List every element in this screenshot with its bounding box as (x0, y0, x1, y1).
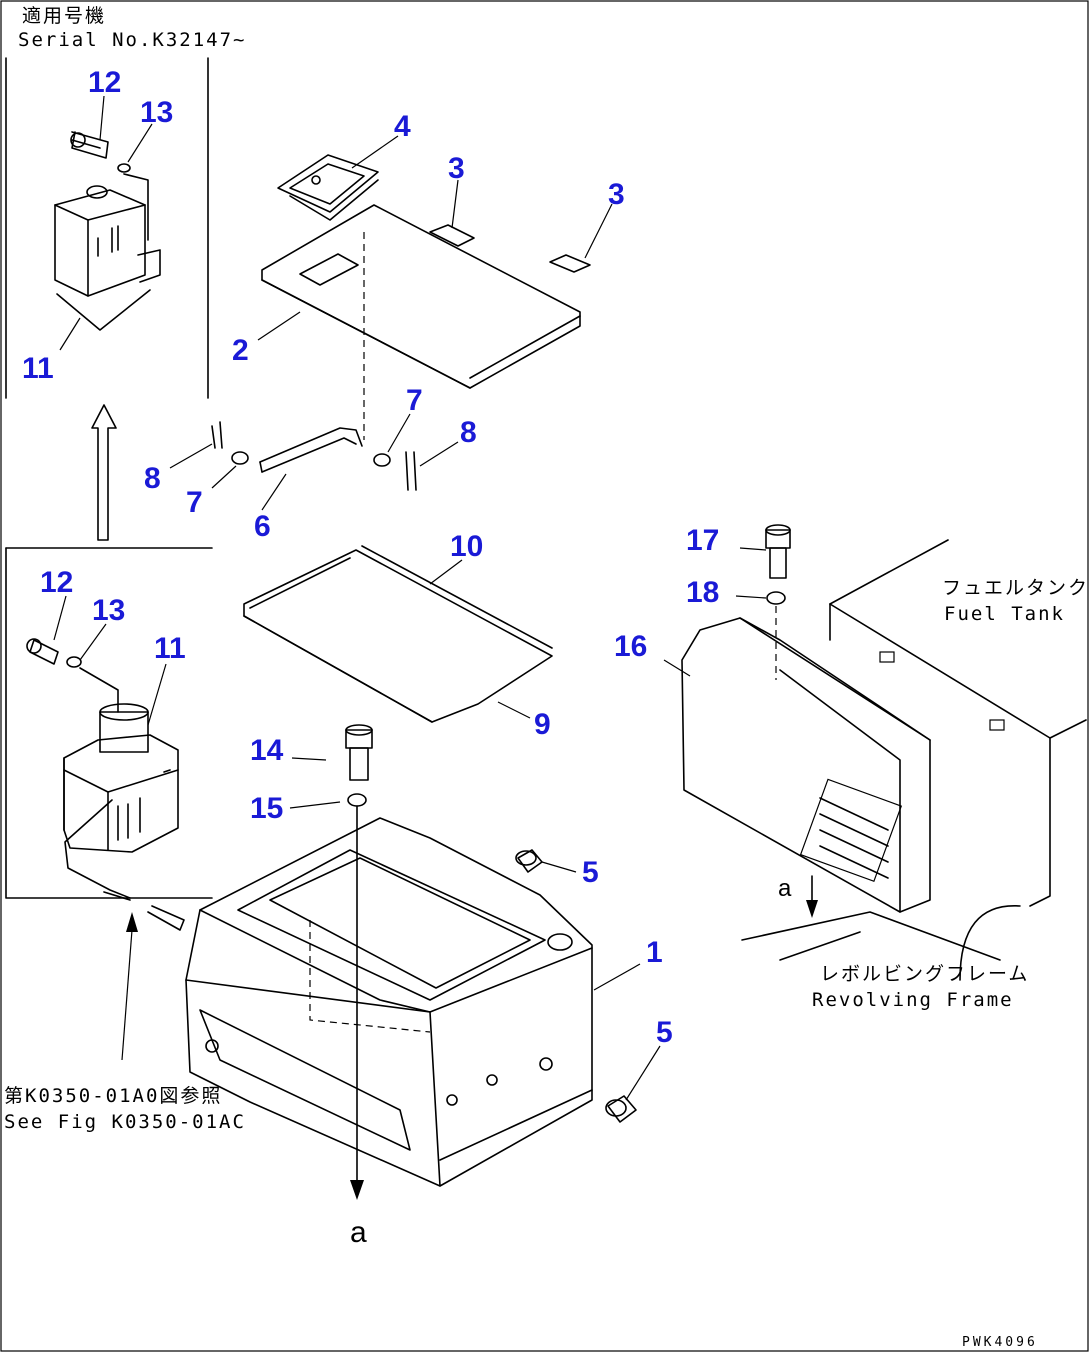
callout-10: 10 (450, 530, 483, 563)
washer-tank-inset (5, 547, 213, 931)
callout-5-bottom: 5 (656, 1016, 673, 1049)
view-ref-a-top: a (778, 875, 792, 902)
lid-assembly (211, 154, 591, 491)
callout-7-left: 7 (186, 486, 203, 519)
serial-label-jp: 適用号機 (22, 5, 106, 27)
callout-1: 1 (646, 936, 663, 969)
bolt-14 (345, 724, 373, 1200)
callout-12-mid: 12 (40, 566, 73, 599)
callout-3-right: 3 (608, 178, 625, 211)
fuel-tank (829, 539, 1087, 981)
revolving-frame-label-jp: レボルビングフレーム (820, 963, 1029, 985)
callout-13-mid: 13 (92, 594, 125, 627)
callout-4: 4 (394, 110, 411, 143)
revolving-frame (741, 875, 1001, 961)
see-fig-label-jp: 第K0350-01A0図参照 (4, 1085, 222, 1107)
leader-lines (53, 95, 767, 1101)
callout-16: 16 (614, 630, 647, 663)
fuel-tank-label-jp: フュエルタンク (942, 577, 1089, 599)
callout-5-top: 5 (582, 856, 599, 889)
callout-7-right: 7 (406, 384, 423, 417)
callout-11-top: 11 (22, 352, 54, 385)
serial-inset: 適用号機 Serial No.K32147~ (5, 5, 246, 399)
gasket-assembly (243, 545, 553, 723)
callout-8-left: 8 (144, 462, 161, 495)
callout-6: 6 (254, 510, 271, 543)
callout-2: 2 (232, 334, 249, 367)
fuel-tank-label-en: Fuel Tank (944, 603, 1065, 625)
callout-11-mid: 11 (154, 632, 186, 665)
battery-box (185, 817, 637, 1187)
see-fig-label-en: See Fig K0350-01AC (4, 1111, 246, 1133)
callout-18: 18 (686, 576, 719, 609)
side-cover-16 (681, 524, 931, 913)
serial-label-en: Serial No.K32147~ (18, 29, 246, 51)
revolving-frame-label-en: Revolving Frame (812, 989, 1014, 1011)
callout-17: 17 (686, 524, 719, 557)
up-arrow-icon (91, 404, 117, 541)
drawing-id: PWK4096 (962, 1335, 1038, 1350)
callout-9: 9 (534, 708, 551, 741)
view-ref-a: a (350, 1216, 367, 1249)
callout-13-top: 13 (140, 96, 173, 129)
callout-8-right: 8 (460, 416, 477, 449)
callout-12-top: 12 (88, 66, 121, 99)
callout-15: 15 (250, 792, 283, 825)
callout-14: 14 (250, 734, 284, 767)
callout-3-left: 3 (448, 152, 465, 185)
